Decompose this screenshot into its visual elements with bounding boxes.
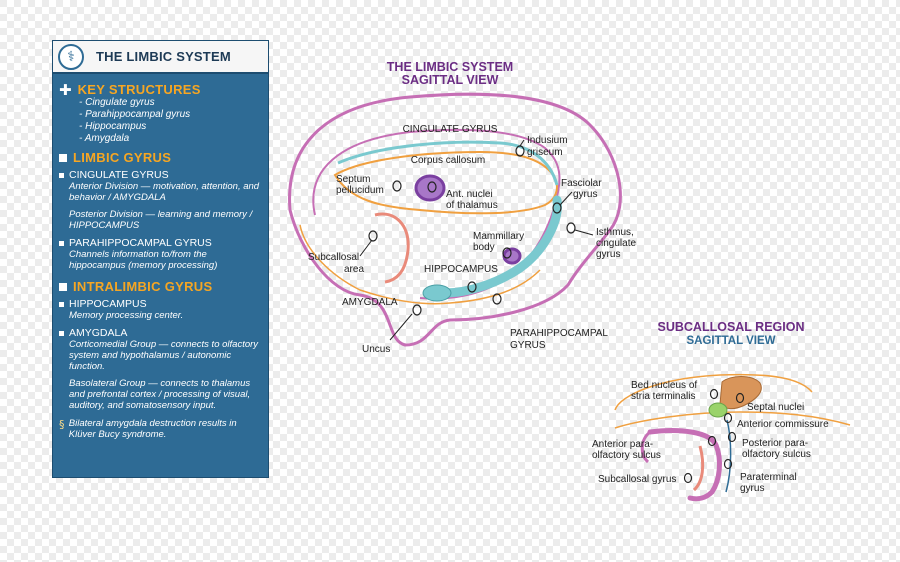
diagram1-subtitle: SAGITTAL VIEW xyxy=(402,73,499,87)
limbic-gyrus-heading: LIMBIC GYRUS xyxy=(59,150,262,165)
label-fasciolar-gyrus: gyrus xyxy=(573,189,597,200)
cingulate-gyrus-outline xyxy=(288,92,622,347)
label-paraterminal-gyrus: gyrus xyxy=(740,483,764,494)
diagram2-pointers xyxy=(683,388,745,484)
label-subcallosal: Subcallosal xyxy=(308,252,359,263)
square-bullet-icon xyxy=(59,240,64,246)
label-septal-nuclei: Septal nuclei xyxy=(747,402,804,413)
label-ant-nuclei: Ant. nuclei xyxy=(446,189,493,200)
label-uncus: Uncus xyxy=(362,344,390,355)
subcallosal-gyrus-salmon xyxy=(692,445,705,492)
key-structures-list: - Cingulate gyrus - Parahippocampal gyru… xyxy=(79,97,262,145)
hippocampus-heading: HIPPOCAMPUS xyxy=(59,298,262,310)
panel-header: ⚕ THE LIMBIC SYSTEM xyxy=(53,41,268,74)
amygdala-corticomedial: Corticomedial Group — connects to olfact… xyxy=(69,339,259,372)
square-bullet-icon xyxy=(59,301,64,307)
subcallosal-lower-arc xyxy=(614,411,851,429)
cingulate-anterior: Anterior Division — motivation, attentio… xyxy=(69,181,260,203)
hippocampus-head xyxy=(422,284,452,302)
square-bullet-icon xyxy=(59,172,64,178)
parahippocampal-heading: PARAHIPPOCAMPAL GYRUS xyxy=(59,237,262,249)
label-amygdala: AMYGDALA xyxy=(342,297,398,308)
diagram1-title: THE LIMBIC SYSTEM xyxy=(387,60,513,74)
label-septum: Septum xyxy=(336,174,370,185)
label-of-thalamus: of thalamus xyxy=(446,200,498,211)
key-structures-heading: ✚ KEY STRUCTURES xyxy=(59,80,201,99)
note-icon: § xyxy=(59,418,65,431)
hippocampus-band xyxy=(440,195,562,298)
label-anterior-commissure: Anterior commissure xyxy=(737,419,829,430)
label-fasciolar: Fasciolar xyxy=(561,178,602,189)
list-item: - Parahippocampal gyrus xyxy=(79,109,191,120)
paraterminal-pink xyxy=(647,428,722,502)
label-griseum: griseum xyxy=(527,147,563,158)
label-posterior-olfactory-sulcus: olfactory sulcus xyxy=(742,449,811,460)
label-subcallosal-area: area xyxy=(344,264,364,275)
label-body: body xyxy=(473,242,495,253)
label-isthmus-cingulate: cingulate xyxy=(596,238,636,249)
amygdala-basolateral: Basolateral Group — connects to thalamus… xyxy=(69,378,251,411)
label-subcallosal-gyrus: Subcallosal gyrus xyxy=(598,474,676,485)
list-item: - Hippocampus xyxy=(79,121,147,132)
cingulate-heading: CINGULATE GYRUS xyxy=(59,169,262,181)
parahippocampal-text: Channels information to/from the hippoca… xyxy=(69,249,218,271)
pink-back-arc xyxy=(640,430,652,464)
cingulate-section: CINGULATE GYRUS Anterior Division — moti… xyxy=(59,169,262,231)
diagram1-leader-lines xyxy=(359,139,594,341)
parahippocampal-outline xyxy=(299,224,541,305)
square-bullet-icon xyxy=(59,282,67,291)
diagram2-subtitle: SAGITTAL VIEW xyxy=(686,335,775,347)
label-paraterminal: Paraterminal xyxy=(740,472,797,483)
corpus-callosum xyxy=(333,150,558,215)
subcallosal-outline xyxy=(614,373,813,411)
label-isthmus-gyrus: gyrus xyxy=(596,249,620,260)
mammillary-body xyxy=(502,247,522,265)
label-indusium: Indusium xyxy=(527,135,568,146)
subcallosal-area xyxy=(374,212,410,284)
caduceus-icon: ⚕ xyxy=(58,43,84,70)
label-mammillary: Mammillary xyxy=(473,231,524,242)
label-parahippocampal-gyrus: GYRUS xyxy=(510,340,546,351)
label-anterior-para: Anterior para- xyxy=(592,439,653,450)
amygdala-heading: AMYGDALA xyxy=(59,327,262,339)
list-item: - Cingulate gyrus xyxy=(79,97,155,108)
label-posterior-para: Posterior para- xyxy=(742,438,808,449)
label-pellucidum: pellucidum xyxy=(336,185,384,196)
anterior-nuclei-thalamus xyxy=(414,174,446,202)
panel-body: ✚ KEY STRUCTURES - Cingulate gyrus - Par… xyxy=(53,74,268,440)
plus-icon: ✚ xyxy=(59,80,72,99)
parahippocampal-section: PARAHIPPOCAMPAL GYRUS Channels informati… xyxy=(59,237,262,271)
diagram2-title: SUBCALLOSAL REGION xyxy=(658,320,805,334)
list-item: - Amygdala xyxy=(79,133,130,144)
square-bullet-icon xyxy=(59,153,67,162)
septal-nuclei-shape xyxy=(719,376,762,410)
limbic-system-panel: ⚕ THE LIMBIC SYSTEM ✚ KEY STRUCTURES - C… xyxy=(52,40,269,478)
cingulate-posterior: Posterior Division — learning and memory… xyxy=(69,209,253,231)
label-parahippocampal: PARAHIPPOCAMPAL xyxy=(510,328,608,339)
bed-nucleus-shape xyxy=(708,402,728,418)
kluver-bucy-note: § Bilateral amygdala destruction results… xyxy=(59,418,237,440)
intralimbic-gyrus-heading: INTRALIMBIC GYRUS xyxy=(59,279,262,294)
label-cingulate-gyrus: CINGULATE GYRUS xyxy=(403,124,498,135)
label-stria-terminalis: stria terminalis xyxy=(631,391,695,402)
hippocampus-text: Memory processing center. xyxy=(69,310,184,321)
diagram1-pointers xyxy=(368,145,576,316)
square-bullet-icon xyxy=(59,330,64,336)
posterior-sulcus-line xyxy=(725,419,732,493)
label-hippocampus: HIPPOCAMPUS xyxy=(424,264,498,275)
indusium-griseum xyxy=(337,140,559,186)
hippocampus-section: HIPPOCAMPUS Memory processing center. xyxy=(59,298,262,321)
label-corpus-callosum: Corpus callosum xyxy=(411,155,485,166)
label-isthmus: Isthmus, xyxy=(596,227,634,238)
panel-title: THE LIMBIC SYSTEM xyxy=(96,49,231,64)
label-bed-nucleus: Bed nucleus of xyxy=(631,380,697,391)
amygdala-section: AMYGDALA Corticomedial Group — connects … xyxy=(59,327,262,411)
label-anterior-olfactory-sulcus: olfactory sulcus xyxy=(592,450,661,461)
